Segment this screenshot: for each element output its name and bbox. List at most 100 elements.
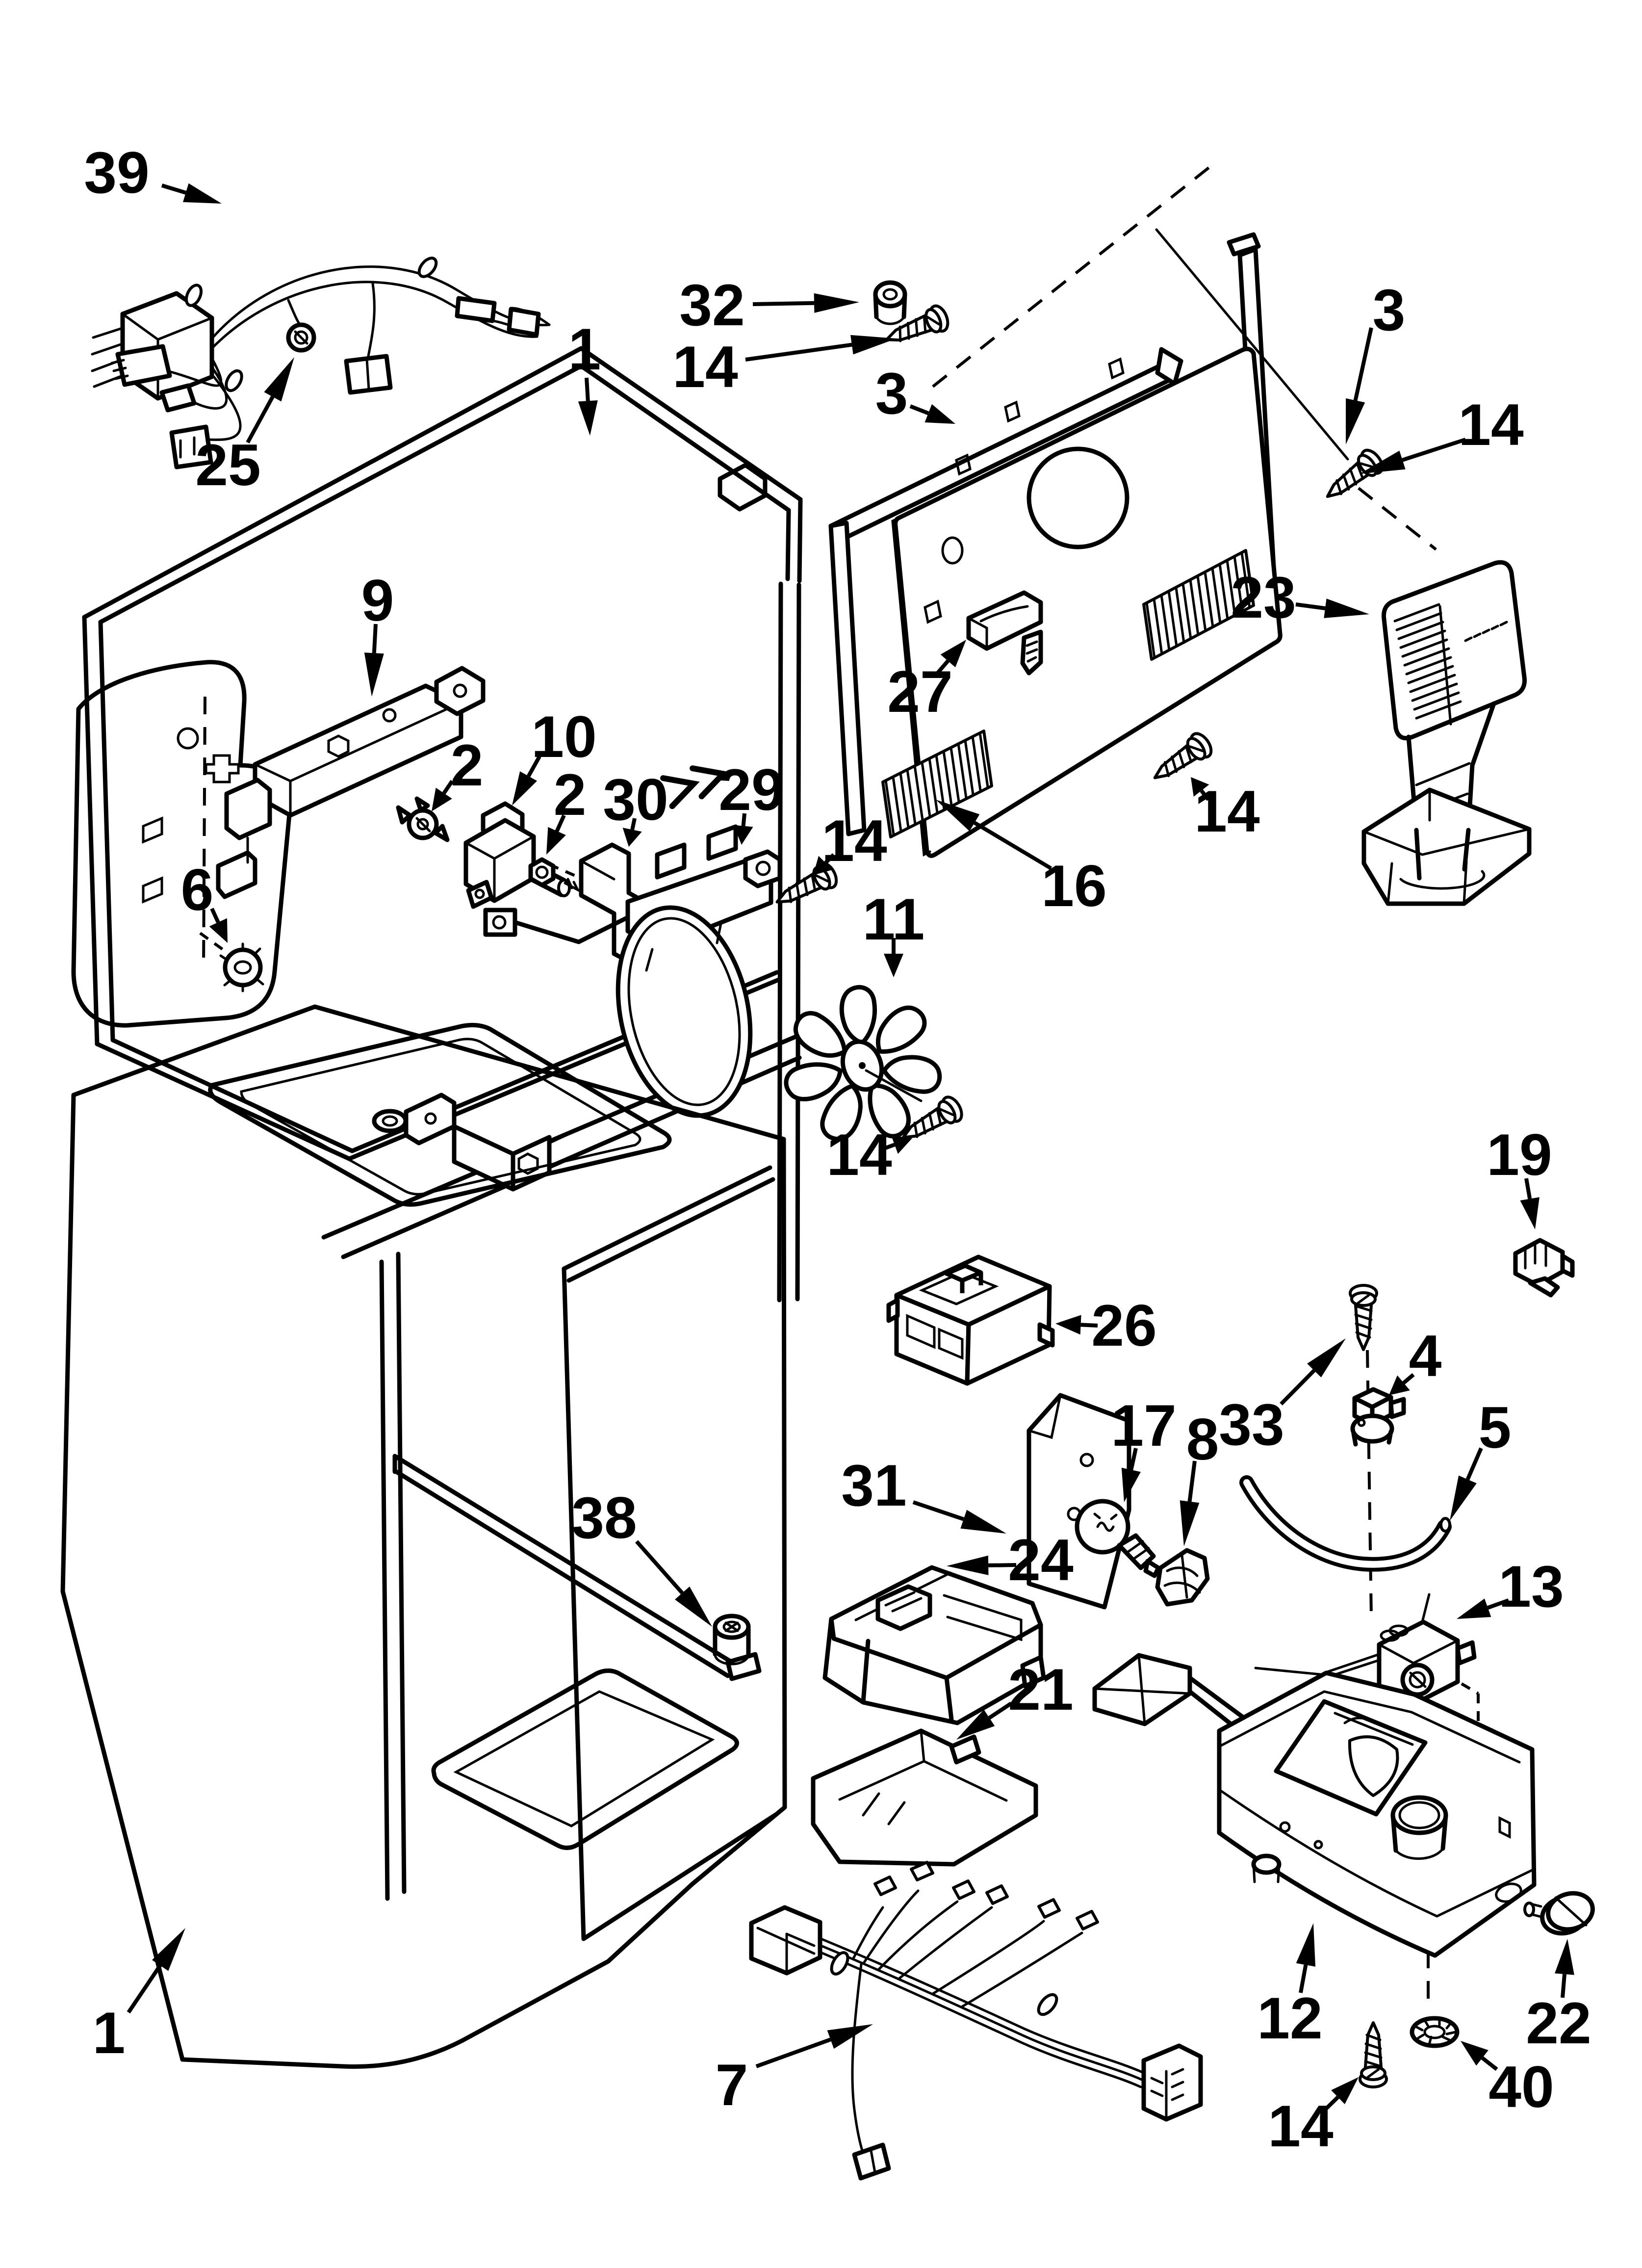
callout-label-2: 2 — [451, 732, 484, 798]
callout-label-12: 12 — [1257, 1985, 1322, 2051]
callout-label-24: 24 — [1008, 1527, 1074, 1593]
wing-nut-2 — [396, 796, 450, 842]
callout-19-22: 19 — [1487, 1122, 1552, 1229]
callout-29-13: 29 — [718, 757, 784, 845]
callout-33-27: 33 — [1219, 1338, 1346, 1458]
callout-label-32: 32 — [679, 272, 744, 338]
callout-7-35: 7 — [716, 2024, 873, 2118]
bracket-27 — [966, 590, 1043, 676]
defrost-thermostat-4 — [1350, 1350, 1406, 1617]
callout-label-3: 3 — [1373, 277, 1406, 343]
callout-14-4: 14 — [672, 334, 897, 400]
callout-14-21: 14 — [826, 1122, 912, 1188]
callout-label-9: 9 — [361, 568, 394, 633]
evaporator-cover-16 — [881, 163, 1437, 858]
callout-2-17: 2 — [432, 732, 483, 811]
clip-19 — [1513, 1238, 1575, 1298]
light-housing-24 — [822, 1565, 1046, 1725]
callout-14-12: 14 — [813, 808, 887, 875]
callout-label-4: 4 — [1409, 1323, 1442, 1389]
callout-39-0: 39 — [84, 140, 222, 206]
callout-31-24: 31 — [841, 1453, 1006, 1534]
callout-label-14: 14 — [1194, 779, 1260, 844]
callout-3-7: 3 — [1346, 277, 1405, 444]
callout-label-23: 23 — [1231, 565, 1296, 630]
callout-23-9: 23 — [1231, 565, 1369, 630]
callout-label-3: 3 — [875, 361, 908, 426]
callout-label-6: 6 — [181, 857, 214, 923]
callout-label-21: 21 — [1008, 1657, 1073, 1722]
callout-label-25: 25 — [195, 432, 260, 498]
callout-label-14: 14 — [826, 1122, 892, 1188]
callout-label-40: 40 — [1488, 2054, 1554, 2120]
callout-label-2: 2 — [554, 762, 587, 828]
callout-1-34: 1 — [93, 1928, 185, 2066]
callout-label-14: 14 — [672, 334, 738, 400]
callout-14-11: 14 — [1191, 777, 1260, 844]
callout-13-30: 13 — [1457, 1554, 1564, 1619]
callout-label-13: 13 — [1498, 1554, 1564, 1619]
callout-17-25: 17 — [1111, 1393, 1177, 1502]
callout-25-1: 25 — [195, 357, 294, 498]
callout-2-15: 2 — [546, 762, 586, 855]
callout-label-27: 27 — [887, 659, 952, 725]
callout-label-7: 7 — [716, 2052, 748, 2118]
callout-40-38: 40 — [1461, 2041, 1554, 2120]
callout-label-30: 30 — [603, 767, 668, 833]
callout-8-26: 8 — [1180, 1407, 1219, 1546]
callout-label-39: 39 — [84, 140, 149, 206]
light-bulb-17 — [1075, 1499, 1161, 1578]
callout-label-5: 5 — [1479, 1395, 1512, 1460]
callout-label-26: 26 — [1091, 1293, 1156, 1358]
screw-14-console — [1360, 2023, 1386, 2087]
callout-label-8: 8 — [1186, 1407, 1219, 1472]
motor-mount-bracket — [404, 1093, 580, 1192]
callout-14-8: 14 — [1360, 392, 1524, 474]
chevron-mark-0 — [660, 775, 700, 809]
callout-label-38: 38 — [571, 1485, 637, 1551]
callout-3-5: 3 — [875, 361, 955, 426]
control-knob-22 — [1523, 1891, 1595, 1936]
callout-label-16: 16 — [1041, 853, 1106, 919]
grommet-6 — [199, 932, 264, 992]
callout-22-39: 22 — [1526, 1939, 1591, 2056]
callout-label-19: 19 — [1487, 1122, 1552, 1188]
air-tower-23 — [1361, 560, 1532, 906]
callout-14-37: 14 — [1268, 2077, 1359, 2159]
wire-harness-39 — [91, 257, 551, 469]
callout-label-17: 17 — [1111, 1393, 1176, 1459]
callout-30-14: 30 — [603, 767, 668, 847]
grommet-38 — [713, 1614, 751, 1666]
callout-label-1: 1 — [568, 316, 601, 382]
callout-11-20: 11 — [863, 886, 925, 977]
gasket-strip-3-left — [828, 347, 1183, 836]
callout-26-23: 26 — [1055, 1293, 1157, 1358]
callout-9-18: 9 — [361, 568, 394, 697]
callout-label-1: 1 — [93, 2000, 126, 2066]
callout-27-6: 27 — [887, 640, 966, 725]
screw-14-right — [1319, 446, 1386, 507]
control-console-12 — [1092, 1653, 1537, 1958]
callout-21-32: 21 — [956, 1657, 1074, 1740]
callout-label-22: 22 — [1526, 1990, 1591, 2056]
spacer-32 — [873, 280, 907, 325]
callout-label-31: 31 — [841, 1453, 906, 1518]
callout-label-33: 33 — [1219, 1392, 1284, 1458]
callout-38-33: 38 — [571, 1485, 712, 1627]
callout-32-3: 32 — [679, 272, 859, 338]
screw-14-top — [882, 303, 951, 352]
callout-label-11: 11 — [863, 886, 925, 952]
bulb-clip-8 — [1155, 1548, 1210, 1607]
callout-24-31: 24 — [947, 1527, 1074, 1593]
lock-washer-40 — [1410, 2016, 1460, 2048]
fresh-food-liner-shell — [60, 1004, 787, 2069]
fan-shroud-29 — [483, 824, 782, 1118]
cold-control-13 — [1254, 1593, 1480, 2007]
callout-4-28: 4 — [1389, 1323, 1442, 1395]
chevron-marks — [660, 765, 729, 809]
callout-12-36: 12 — [1257, 1923, 1323, 2051]
callout-6-19: 6 — [181, 857, 228, 943]
wire-harness-7 — [749, 1861, 1203, 2181]
